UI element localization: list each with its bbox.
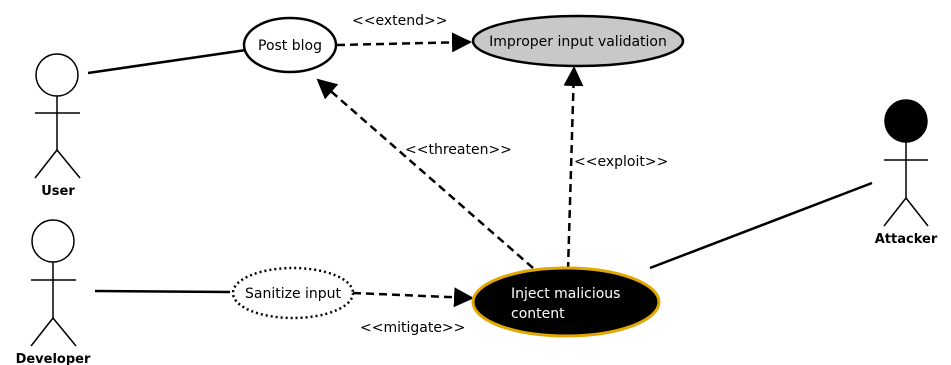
sanitize-input-label: Sanitize input	[245, 286, 342, 302]
user-postblog-association	[87, 48, 247, 75]
improper-input-validation-label: Improper input validation	[489, 34, 667, 50]
developer-head	[31, 219, 75, 263]
use-case-sanitize-input: Sanitize input	[231, 266, 355, 320]
developer-sanitize-association	[94, 289, 231, 294]
attacker-inject-association	[649, 181, 873, 270]
use-case-post-blog: Post blog	[242, 16, 338, 74]
actor-developer	[30, 219, 77, 347]
exploit-arrow	[563, 66, 584, 271]
extend-arrow	[336, 32, 472, 53]
vulnerability-improper-input-validation: Improper input validation	[471, 14, 685, 68]
actor-user	[34, 53, 81, 179]
exploit-label: <<exploit>>	[574, 154, 668, 170]
mitigate-label: <<mitigate>>	[360, 320, 465, 336]
inject-label-line1: Inject malicious	[511, 286, 620, 302]
attacker-head	[884, 99, 928, 143]
developer-label: Developer	[16, 352, 91, 365]
user-head	[35, 53, 79, 97]
threaten-arrow	[316, 78, 534, 269]
inject-label-line2: content	[511, 306, 565, 322]
post-blog-label: Post blog	[258, 38, 322, 54]
attacker-label: Attacker	[875, 232, 938, 247]
extend-label: <<extend>>	[352, 13, 447, 29]
user-label: User	[41, 184, 75, 199]
mitigate-arrow	[352, 287, 474, 308]
actor-attacker	[883, 99, 929, 227]
misuse-case-inject-malicious-content: Inject malicious content	[471, 266, 661, 338]
threaten-label: <<threaten>>	[405, 142, 512, 158]
